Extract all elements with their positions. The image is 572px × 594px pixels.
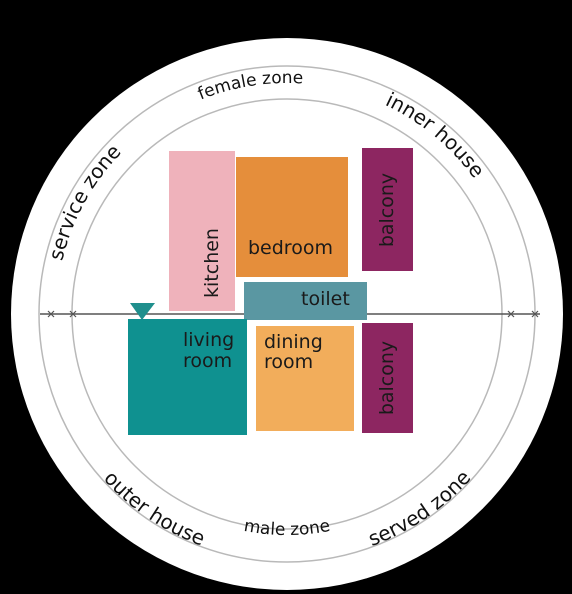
balcony-upper-label: balcony: [376, 172, 398, 248]
room-balcony-upper: balcony: [362, 148, 413, 271]
toilet-label: toilet: [301, 288, 350, 310]
kitchen-label: kitchen: [201, 228, 223, 298]
dining-room-label-line1: dining: [264, 331, 323, 353]
axis-left-outer-x-mark: [47, 310, 55, 318]
axis-right-outer-x-mark: [531, 310, 539, 318]
balcony-lower-label: balcony: [376, 340, 398, 416]
living-room-label-line2: room: [183, 350, 233, 372]
dining-room-label-line2: room: [264, 351, 314, 373]
room-living-room: living room: [128, 319, 247, 435]
room-kitchen: kitchen: [169, 151, 235, 311]
room-balcony-lower: balcony: [362, 323, 413, 433]
living-room-label-line1: living: [183, 329, 235, 351]
room-bedroom: bedroom: [236, 157, 348, 277]
axis-right-inner-x-mark: [507, 310, 515, 318]
bedroom-label: bedroom: [248, 237, 333, 259]
room-toilet: toilet: [244, 282, 367, 320]
room-dining-room: dining room: [256, 326, 354, 431]
axis-left-inner-x-mark: [69, 310, 77, 318]
